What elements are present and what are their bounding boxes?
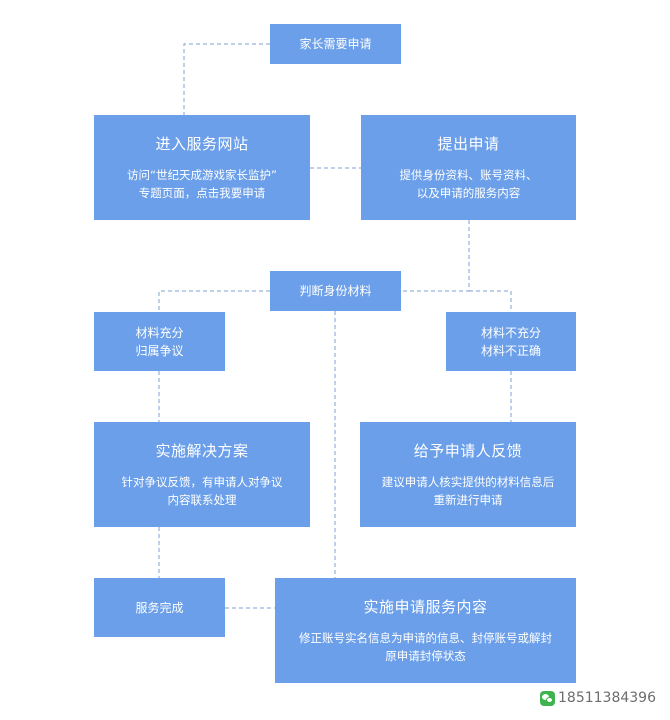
desc-line: 以及申请的服务内容: [416, 185, 521, 200]
node-desc: 针对争议反馈，有申请人对争议 内容联系处理: [122, 473, 283, 509]
connector-apply-to-site: [183, 43, 270, 115]
node-insufficient: 材料不充分 材料不正确: [446, 312, 576, 371]
connector-judge-to-sufficient: [158, 290, 270, 312]
node-feedback-applicant: 给予申请人反馈 建议申请人核实提供的材料信息后 重新进行申请: [360, 422, 576, 527]
node-title: 提出申请: [437, 134, 500, 153]
desc-line: 修正账号实名信息为申请的信息、封停账号或解封: [299, 630, 552, 645]
node-title: 家长需要申请: [299, 37, 372, 51]
node-desc: 访问“世纪天成游戏家长监护” 专题页面，点击我要申请: [127, 166, 277, 202]
node-line: 材料充分: [135, 325, 184, 340]
desc-line: 访问“世纪天成游戏家长监护”: [127, 167, 277, 182]
node-desc: 提供身份资料、账号资料、 以及申请的服务内容: [400, 166, 538, 202]
node-line: 材料不充分: [480, 325, 541, 340]
desc-line: 重新进行申请: [433, 492, 503, 507]
node-submit-application: 提出申请 提供身份资料、账号资料、 以及申请的服务内容: [361, 115, 576, 220]
node-title: 实施申请服务内容: [363, 597, 488, 616]
node-sufficient-disputed: 材料充分 归属争议: [94, 312, 225, 371]
desc-line: 建议申请人核实提供的材料信息后: [381, 474, 555, 489]
watermark-text: 18511384396: [558, 690, 656, 706]
node-judge-materials: 判断身份材料: [270, 271, 401, 311]
node-enter-site: 进入服务网站 访问“世纪天成游戏家长监护” 专题页面，点击我要申请: [94, 115, 310, 220]
node-title: 给予申请人反馈: [413, 441, 523, 460]
node-parent-apply: 家长需要申请: [270, 24, 401, 64]
node-title: 服务完成: [135, 600, 184, 615]
desc-line: 提供身份资料、账号资料、: [399, 167, 538, 182]
node-line: 归属争议: [135, 343, 184, 358]
wechat-icon: [540, 690, 555, 706]
connector-submit-to-judge: [401, 220, 470, 292]
node-title: 判断身份材料: [299, 284, 372, 298]
desc-line: 专题页面，点击我要申请: [138, 185, 266, 200]
node-desc: 建议申请人核实提供的材料信息后 重新进行申请: [382, 473, 555, 509]
node-desc: 修正账号实名信息为申请的信息、封停账号或解封 原申请封停状态: [299, 629, 552, 665]
desc-line: 内容联系处理: [167, 492, 237, 507]
node-implement-service: 实施申请服务内容 修正账号实名信息为申请的信息、封停账号或解封 原申请封停状态: [275, 578, 576, 683]
node-service-complete: 服务完成: [94, 578, 225, 637]
node-title: 进入服务网站: [155, 134, 249, 153]
watermark: 18511384396: [540, 690, 656, 706]
desc-line: 针对争议反馈，有申请人对争议: [121, 474, 283, 489]
desc-line: 原申请封停状态: [385, 648, 466, 663]
node-implement-solution: 实施解决方案 针对争议反馈，有申请人对争议 内容联系处理: [94, 422, 310, 527]
node-line: 材料不正确: [480, 343, 541, 358]
node-title: 实施解决方案: [155, 441, 249, 460]
connector-judge-to-insufficient: [469, 290, 512, 312]
